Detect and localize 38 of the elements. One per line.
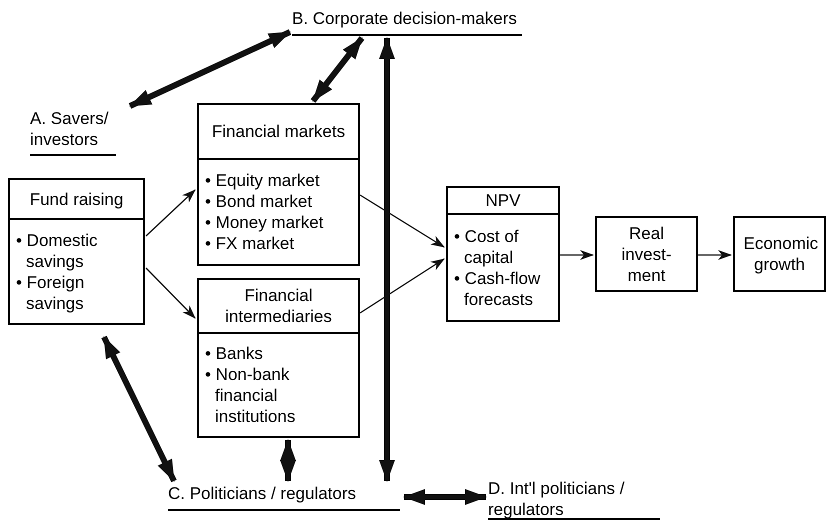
bullet-item: • Money market <box>204 212 324 233</box>
actor-label: D. Int'l politicians / regulators <box>488 478 660 520</box>
double-arrow <box>128 29 292 109</box>
box-heading: Real invest-ment <box>620 222 673 286</box>
arrow <box>560 250 594 260</box>
actor-label: A. Savers/ investors <box>30 108 116 156</box>
bullet-item: • Cash-flow forecasts <box>453 268 542 310</box>
bullet-item: • Equity market <box>204 170 321 191</box>
bullet-item: • Bond market <box>204 191 314 212</box>
process-box <box>595 216 698 292</box>
bullet-item: • Banks <box>204 343 264 364</box>
process-box <box>446 186 560 322</box>
process-box <box>8 178 145 325</box>
box-heading: Financial markets <box>212 121 346 142</box>
box-heading: NPV <box>486 190 520 211</box>
process-box <box>197 278 360 438</box>
arrow <box>360 194 445 248</box>
actor-label: C. Politicians / regulators <box>168 483 400 511</box>
arrow <box>698 250 732 260</box>
process-box <box>733 216 826 292</box>
bullet-item: • Domestic savings <box>15 230 99 272</box>
actor-label: B. Corporate decision-makers <box>292 8 522 36</box>
arrow <box>360 258 445 314</box>
arrow <box>146 189 196 236</box>
bullet-item: • FX market <box>204 233 296 254</box>
double-arrow <box>101 336 177 482</box>
double-arrow <box>310 36 364 103</box>
box-heading: Economic growth <box>744 233 816 275</box>
double-arrow <box>403 489 487 505</box>
bullet-item: • Cost of capital <box>453 226 520 268</box>
box-heading: Financial intermediaries <box>224 285 333 327</box>
process-box <box>197 103 360 266</box>
bullet-item: • Foreign savings <box>15 272 86 314</box>
box-heading: Fund raising <box>30 188 124 210</box>
bullet-item: • Non-bank financial institutions <box>204 364 296 427</box>
arrow <box>146 268 196 319</box>
double-arrow <box>280 439 296 482</box>
double-arrow <box>379 37 395 482</box>
